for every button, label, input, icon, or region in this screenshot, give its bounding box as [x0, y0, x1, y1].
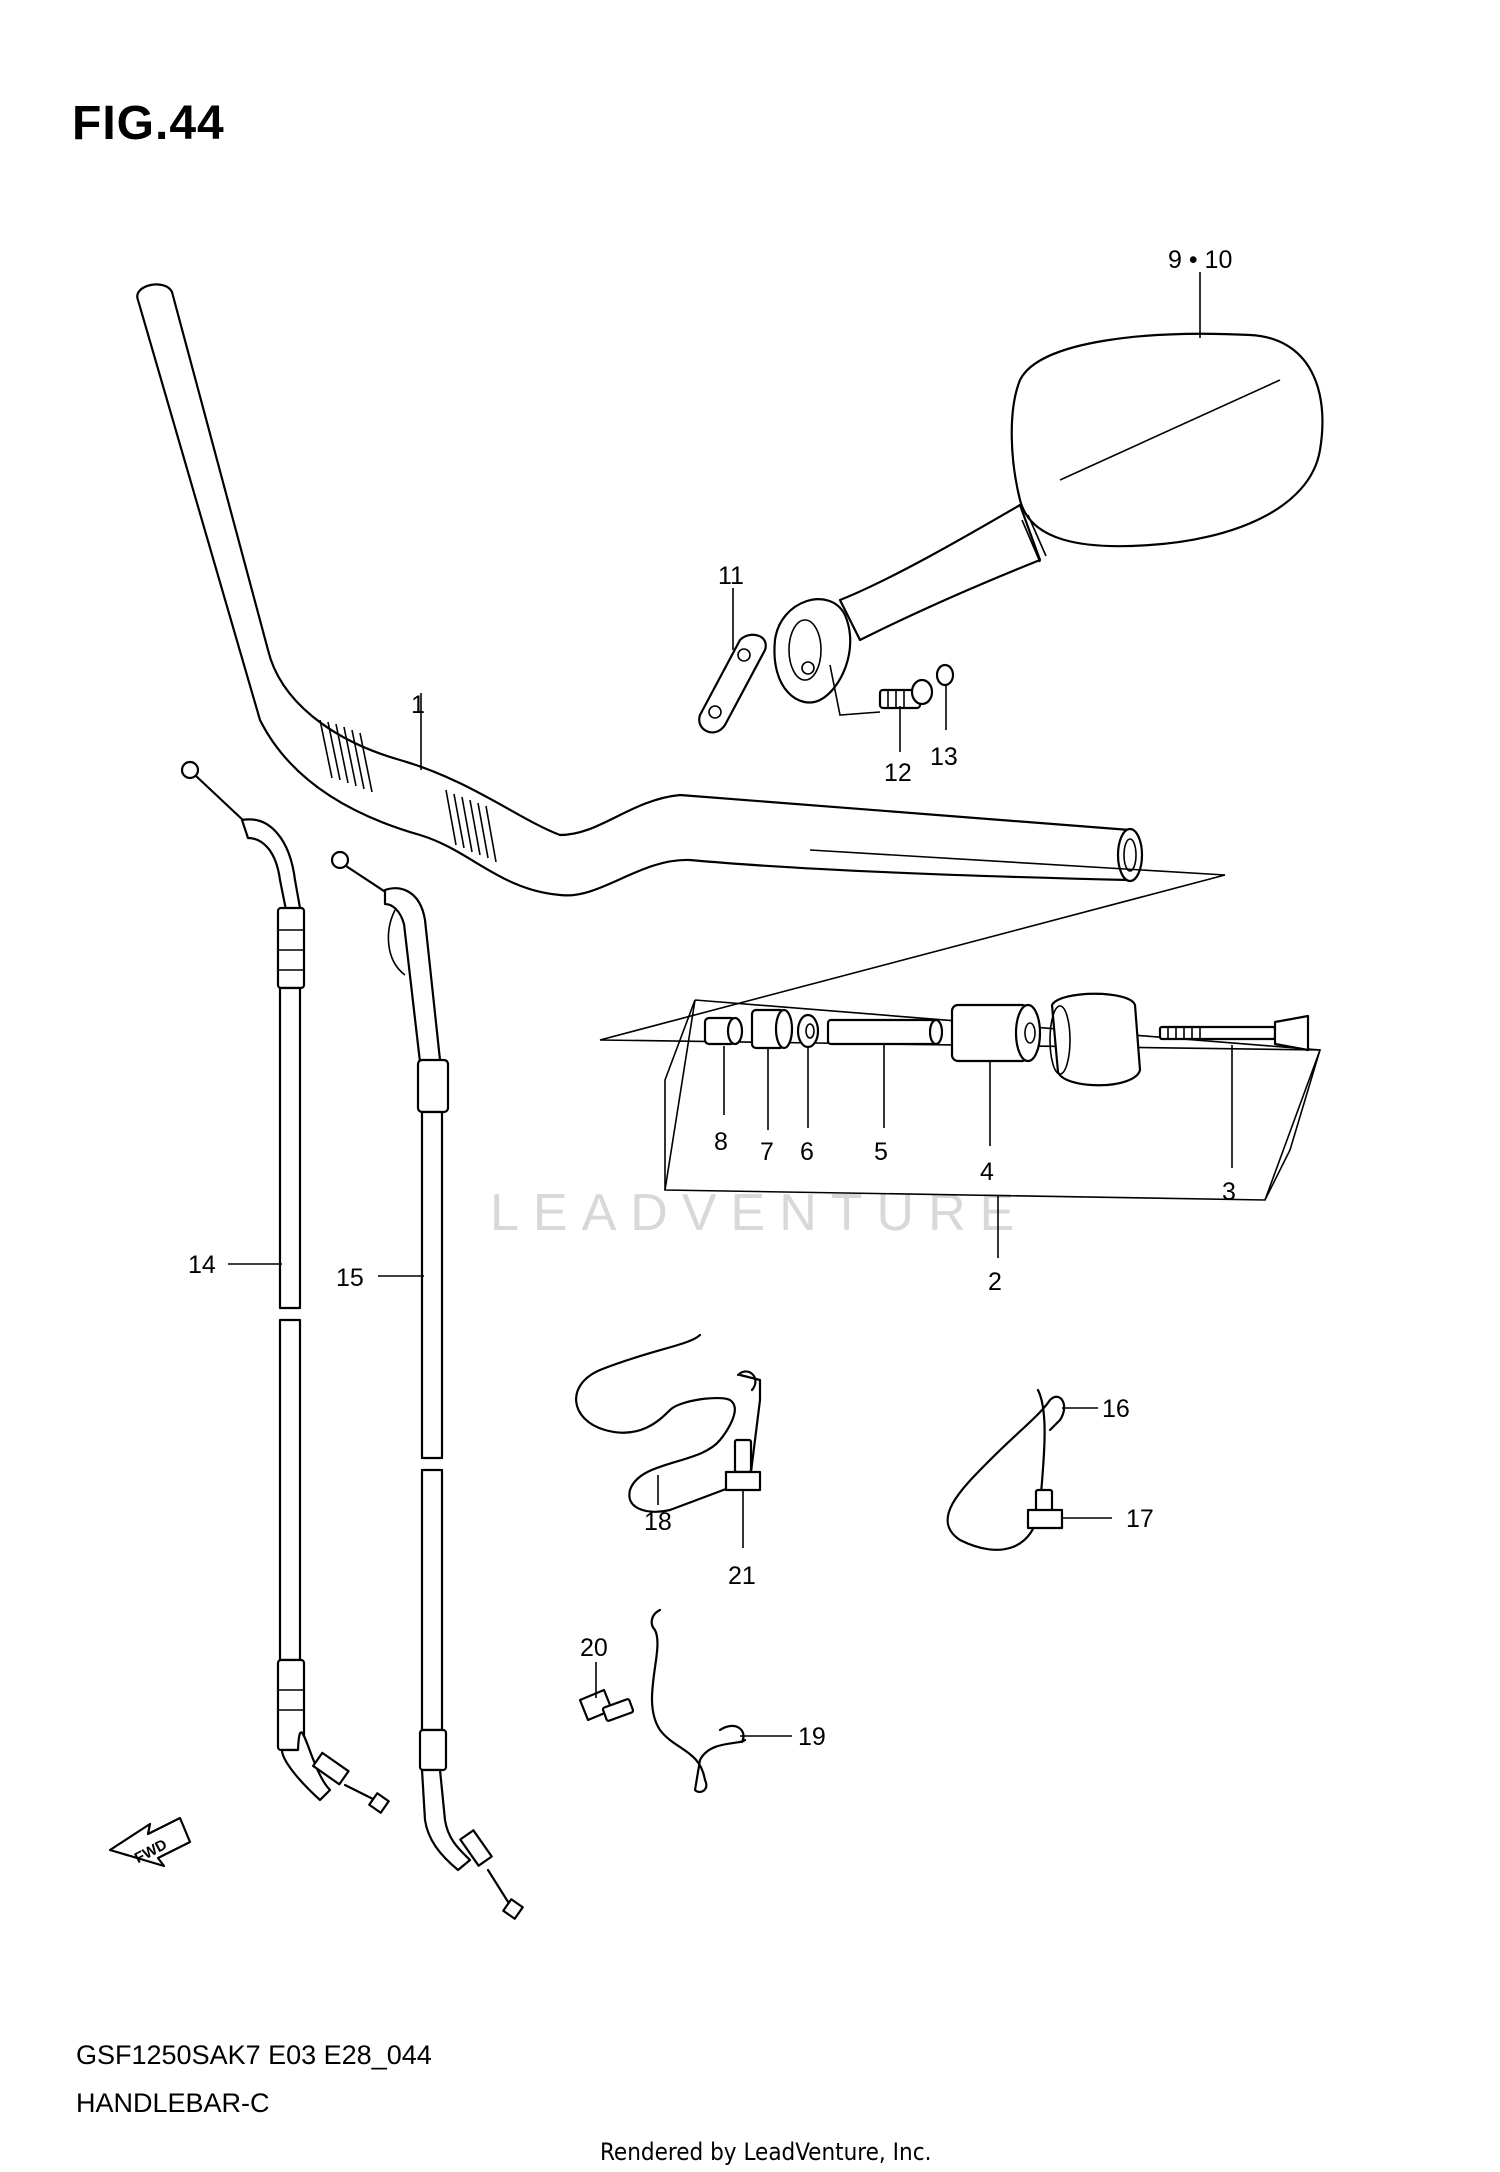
callout-15: 15 — [336, 1264, 364, 1292]
bar-end-weight[interactable] — [1049, 992, 1142, 1087]
callout-16: 16 — [1102, 1395, 1130, 1423]
cable-clamp-16[interactable] — [946, 1388, 1066, 1551]
cable-clamp-19[interactable] — [650, 1608, 747, 1794]
leader-lines — [228, 272, 1233, 1737]
bolt-20[interactable] — [578, 1688, 635, 1722]
throttle-cable-1[interactable] — [180, 760, 390, 1814]
callout-4: 4 — [980, 1158, 994, 1186]
callout-11: 11 — [718, 562, 744, 590]
bolt-21[interactable] — [724, 1438, 762, 1492]
callout-12: 12 — [884, 759, 912, 787]
callout-9-10: 9 • 10 — [1168, 246, 1232, 274]
callout-21: 21 — [728, 1562, 756, 1590]
figure-title: FIG.44 — [72, 97, 225, 150]
mirror-cap[interactable] — [935, 663, 955, 687]
callout-1: 1 — [411, 691, 425, 719]
callout-6: 6 — [800, 1138, 814, 1166]
mirror-screw[interactable] — [878, 678, 934, 710]
mirror-cover-plate[interactable] — [698, 633, 767, 734]
callout-14: 14 — [188, 1251, 216, 1279]
washer[interactable] — [796, 1013, 820, 1049]
callout-13: 13 — [930, 743, 958, 771]
fwd-arrow-icon: FWD — [108, 1816, 192, 1868]
callout-2: 2 — [988, 1268, 1002, 1296]
callout-7: 7 — [760, 1138, 774, 1166]
watermark: LEADVENTURE — [490, 1184, 1028, 1242]
spacer-tube[interactable] — [826, 1018, 944, 1046]
callout-20: 20 — [580, 1634, 608, 1662]
render-credit: Rendered by LeadVenture, Inc. — [600, 2138, 932, 2166]
callout-8: 8 — [714, 1128, 728, 1156]
bar-end-nut[interactable] — [703, 1016, 744, 1046]
callout-3: 3 — [1222, 1178, 1236, 1206]
callout-18: 18 — [644, 1508, 672, 1536]
handlebar[interactable] — [136, 283, 1144, 897]
callout-17: 17 — [1126, 1505, 1154, 1533]
diagram-code: GSF1250SAK7 E03 E28_044 — [76, 2040, 432, 2070]
throttle-cable-2[interactable] — [330, 850, 524, 1920]
diagram-name: HANDLEBAR-C — [76, 2088, 270, 2118]
callout-5: 5 — [874, 1138, 888, 1166]
knurl-marks — [319, 719, 497, 863]
bolt-17[interactable] — [1026, 1488, 1064, 1530]
cable-clamp-18[interactable] — [575, 1333, 762, 1513]
damper[interactable] — [950, 1003, 1042, 1063]
bar-end-bolt[interactable] — [1158, 1014, 1310, 1052]
callout-19: 19 — [798, 1723, 826, 1751]
mirror[interactable] — [773, 332, 1324, 716]
collar[interactable] — [750, 1008, 794, 1050]
